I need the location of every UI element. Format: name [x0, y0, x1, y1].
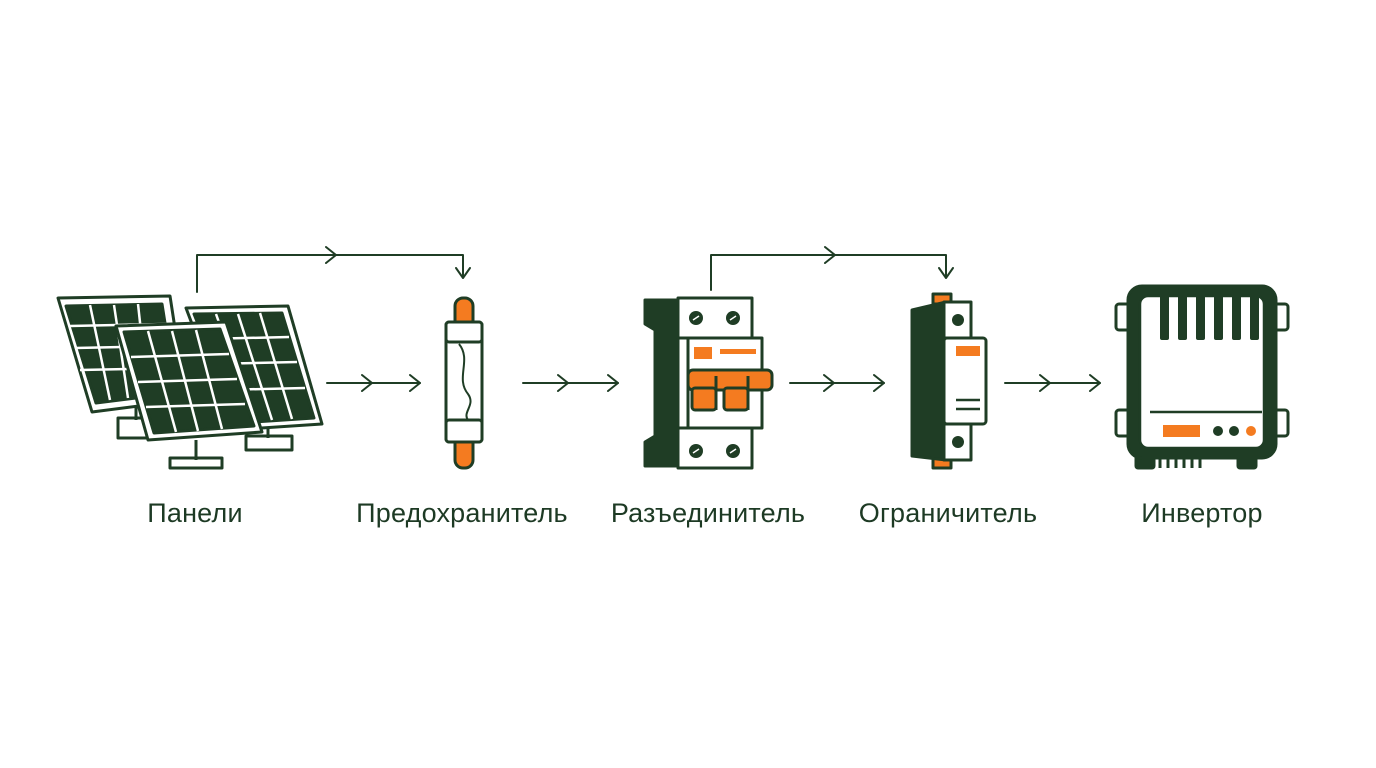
solar-panel-front [114, 320, 264, 470]
label-panels: Панели [147, 498, 243, 528]
fuse-icon [444, 296, 484, 470]
inverter-icon [1114, 284, 1290, 470]
circuit-breaker-icon [643, 296, 774, 470]
arrow-limiter-inverter [1004, 374, 1101, 392]
top-connector-breaker-limiter [710, 246, 954, 291]
inverter-vents [1160, 288, 1259, 340]
label-fuse: Предохранитель [356, 498, 568, 528]
surge-protector-icon [910, 292, 988, 470]
solar-panels-icon [56, 294, 324, 470]
arrow-breaker-limiter [789, 374, 885, 392]
label-inverter: Инвертор [1141, 498, 1263, 528]
arrow-panels-fuse [326, 374, 421, 392]
top-connector-panels-fuse [196, 246, 471, 293]
label-breaker: Разъединитель [610, 498, 806, 528]
label-limiter: Ограничитель [858, 498, 1038, 528]
connectors [196, 246, 1101, 392]
arrow-fuse-breaker [522, 374, 619, 392]
